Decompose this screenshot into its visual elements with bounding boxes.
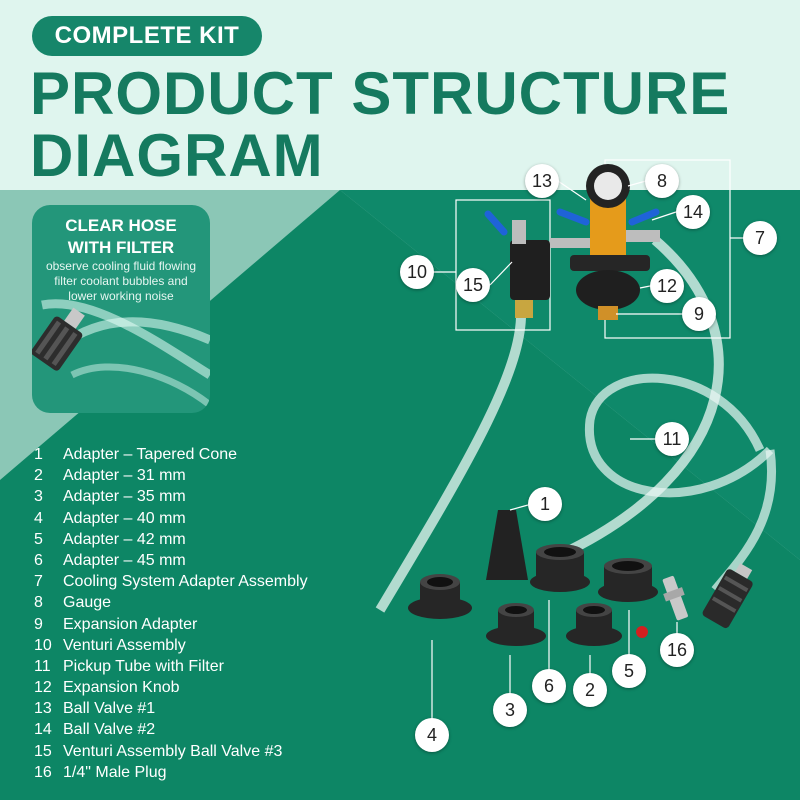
- tapered-cone-adapter-icon: [486, 510, 528, 580]
- callout-13: 13: [525, 164, 559, 198]
- venturi-hose: [375, 299, 527, 613]
- page-title-line2: DIAGRAM: [30, 122, 324, 189]
- red-cap-icon: [636, 626, 648, 638]
- pickup-filter-icon: [702, 563, 753, 629]
- venturi-fitting-icon: [515, 300, 533, 318]
- connector-pipe-icon: [550, 238, 590, 248]
- pickup-tube-coil: [585, 373, 774, 498]
- callout-1: 1: [528, 487, 562, 521]
- feature-card: CLEAR HOSE WITH FILTER observe cooling f…: [32, 205, 210, 413]
- card-description: observe cooling fluid flowing filter coo…: [45, 259, 197, 303]
- adapter-2-icon: [566, 603, 622, 646]
- male-plug-icon: [662, 575, 688, 621]
- callout-8: 8: [645, 164, 679, 198]
- callout-7: 7: [743, 221, 777, 255]
- ball-valve-1-handle-icon: [556, 208, 590, 226]
- expansion-adapter-icon: [598, 306, 618, 320]
- venturi-body-icon: [510, 240, 550, 300]
- card-title: CLEAR HOSE WITH FILTER: [65, 216, 177, 257]
- callout-9: 9: [682, 297, 716, 331]
- assembly-base-icon: [570, 255, 650, 271]
- callout-3: 3: [493, 693, 527, 727]
- clear-hose-filter-illustration: [32, 299, 210, 408]
- callout-6: 6: [532, 669, 566, 703]
- ball-valve-2-handle-icon: [628, 208, 660, 226]
- adapter-5-icon: [598, 558, 658, 602]
- venturi-valve-handle-icon: [484, 210, 508, 236]
- callout-16: 16: [660, 633, 694, 667]
- adapter-3-icon: [486, 603, 546, 646]
- callout-15: 15: [456, 268, 490, 302]
- callout-2: 2: [573, 673, 607, 707]
- callout-14: 14: [676, 195, 710, 229]
- callout-12: 12: [650, 269, 684, 303]
- callout-5: 5: [612, 654, 646, 688]
- callout-11: 11: [655, 422, 689, 456]
- page-title-line1: PRODUCT STRUCTURE: [30, 60, 731, 127]
- callout-4: 4: [415, 718, 449, 752]
- complete-kit-badge: COMPLETE KIT: [32, 16, 262, 56]
- adapter-6-icon: [530, 544, 590, 592]
- callout-10: 10: [400, 255, 434, 289]
- expansion-knob-icon: [576, 270, 640, 310]
- venturi-valve-body-icon: [512, 220, 526, 244]
- adapter-4-icon: [408, 574, 472, 619]
